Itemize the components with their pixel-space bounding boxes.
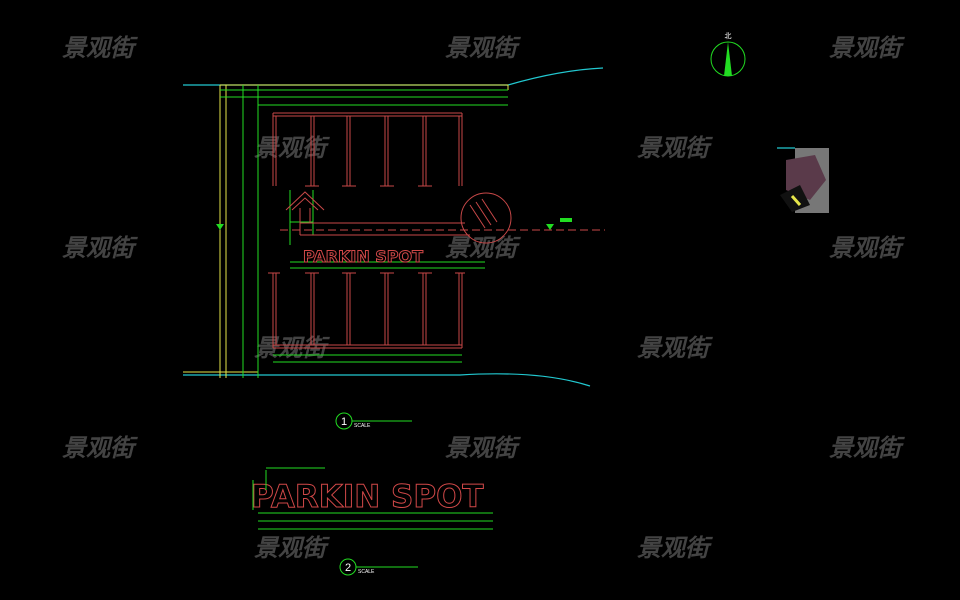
watermark-text: 景观街 bbox=[445, 34, 521, 62]
view-title-1: 1 SCALE bbox=[335, 412, 412, 430]
parking-stalls-bottom bbox=[268, 272, 465, 349]
plan-sign-text: PARKIN SPOT bbox=[303, 247, 423, 266]
watermark-text: 景观街 bbox=[254, 134, 330, 162]
watermark-text: 景观街 bbox=[829, 234, 905, 262]
watermark-text: 景观街 bbox=[637, 534, 713, 562]
elevation-marker-icon bbox=[546, 224, 554, 230]
key-plan-thumbnail bbox=[777, 147, 829, 213]
lane-arrow bbox=[285, 191, 470, 236]
scale-label: SCALE bbox=[354, 423, 371, 429]
road-edge-bottom bbox=[183, 373, 591, 387]
north-label: 北 bbox=[725, 32, 732, 40]
elevation-tag bbox=[560, 218, 572, 222]
elevation-marker-icon bbox=[216, 224, 224, 230]
view-title-2: 2 SCALE bbox=[339, 558, 418, 576]
road-edge-top bbox=[183, 67, 604, 86]
watermark-text: 景观街 bbox=[829, 34, 905, 62]
watermark-text: 景观街 bbox=[62, 234, 138, 262]
watermark-text: 景观街 bbox=[445, 234, 521, 262]
watermarks: 景观街景观街景观街景观街景观街景观街景观街景观街景观街景观街景观街景观街景观街景… bbox=[62, 34, 905, 562]
view-number: 1 bbox=[341, 416, 347, 428]
detail-sign-text: PARKIN SPOT bbox=[251, 479, 484, 515]
watermark-text: 景观街 bbox=[637, 334, 713, 362]
watermark-text: 景观街 bbox=[445, 434, 521, 462]
watermark-text: 景观街 bbox=[62, 434, 138, 462]
detail-dimensions bbox=[252, 467, 493, 530]
watermark-text: 景观街 bbox=[62, 34, 138, 62]
watermark-text: 景观街 bbox=[254, 534, 330, 562]
north-arrow-icon: 北 bbox=[710, 32, 746, 77]
hatch bbox=[469, 198, 498, 229]
parking-stalls-top bbox=[272, 112, 463, 187]
dimension-lines bbox=[220, 85, 508, 378]
watermark-text: 景观街 bbox=[637, 134, 713, 162]
site-boundary bbox=[183, 84, 509, 378]
scale-label: SCALE bbox=[358, 569, 375, 575]
watermark-text: 景观街 bbox=[829, 434, 905, 462]
view-number: 2 bbox=[345, 562, 351, 574]
detail-callout-circle bbox=[460, 192, 512, 244]
